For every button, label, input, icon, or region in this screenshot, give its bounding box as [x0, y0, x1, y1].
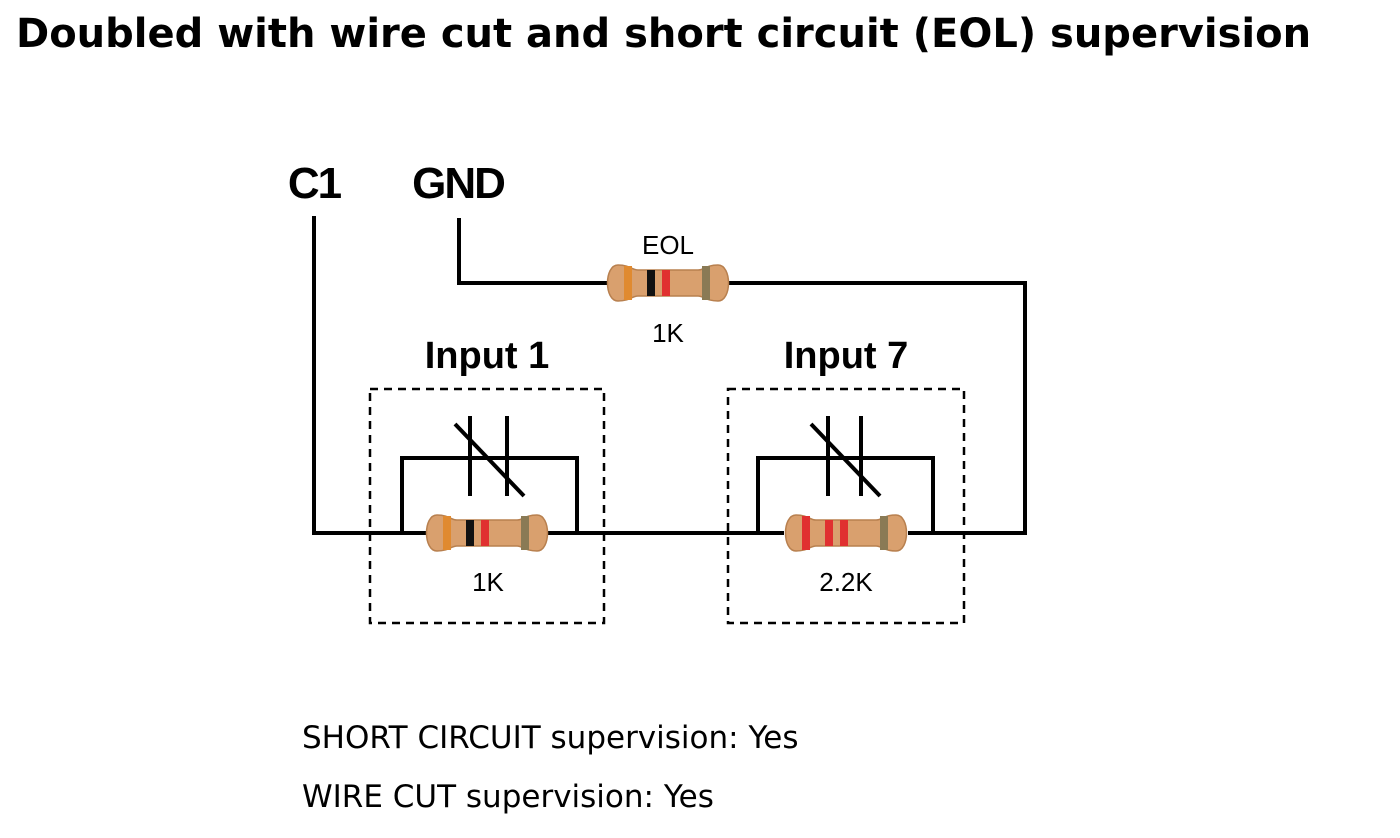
- eol-label: EOL: [642, 230, 694, 260]
- resistor-band: [443, 516, 451, 550]
- resistor-band: [466, 520, 474, 546]
- resistor-band: [624, 266, 632, 300]
- input1-label: Input 1: [425, 335, 550, 377]
- resistor-band: [647, 270, 655, 296]
- wires: [312, 216, 1027, 535]
- resistor-band: [825, 520, 833, 546]
- eol-resistor-value: 1K: [652, 318, 684, 348]
- short-circuit-supervision-text: SHORT CIRCUIT supervision: Yes: [302, 720, 799, 756]
- page-title: Doubled with wire cut and short circuit …: [16, 11, 1312, 57]
- resistor-band: [521, 516, 529, 550]
- resistor-band: [702, 266, 710, 300]
- gnd-terminal-label: GND: [412, 159, 504, 208]
- eol-return-wire: [728, 281, 1027, 535]
- resistor-band: [481, 520, 489, 546]
- input1-nc-contact-icon: [453, 416, 526, 498]
- c1-terminal-label: C1: [288, 159, 342, 208]
- input1-box: [368, 387, 606, 625]
- input1-resistor-value: 1K: [472, 567, 504, 597]
- gnd-wire: [457, 218, 607, 285]
- wire-cut-supervision-text: WIRE CUT supervision: Yes: [302, 779, 714, 815]
- input7-resistor-value: 2.2K: [819, 567, 873, 597]
- input7-box: [726, 387, 966, 625]
- input7-nc-contact-icon: [809, 416, 882, 498]
- eol-resistor: [606, 264, 730, 302]
- input7-resistor: [784, 514, 908, 552]
- resistor-band: [840, 520, 848, 546]
- resistor-band: [802, 516, 810, 550]
- input1-resistor: [425, 514, 549, 552]
- resistor-band: [662, 270, 670, 296]
- input7-label: Input 7: [784, 335, 909, 377]
- resistor-band: [880, 516, 888, 550]
- c1-wire: [312, 216, 426, 535]
